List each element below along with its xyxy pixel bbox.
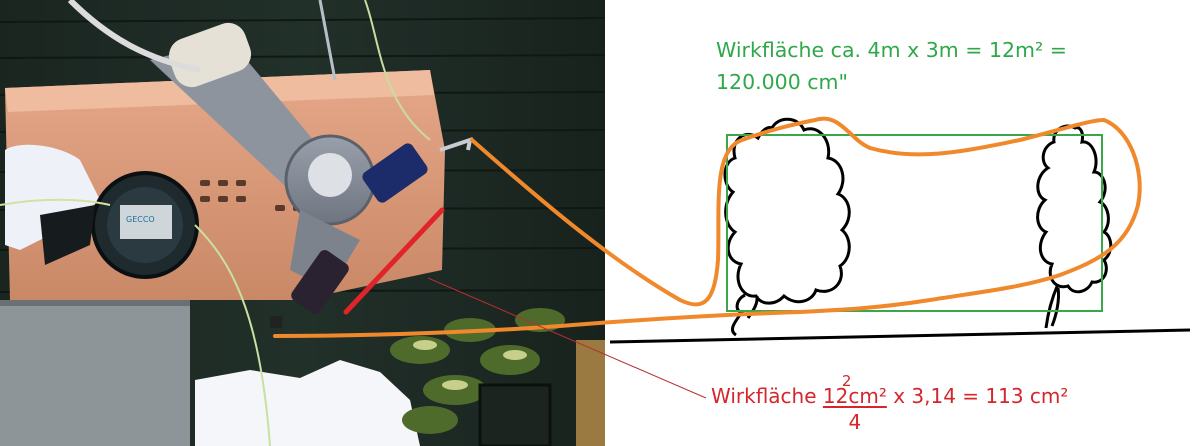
fraction-denominator: 4: [848, 410, 862, 434]
bush-area-line1: Wirkfläche ca. 4m x 3m = 12m² =: [716, 38, 1067, 62]
bush-area-annotation: Wirkfläche ca. 4m x 3m = 12m² = 120.000 …: [716, 34, 1067, 98]
fraction-superscript: 2: [841, 372, 852, 390]
bush-right-outline: [1036, 124, 1113, 294]
effective-area-box: [726, 134, 1103, 312]
device-area-annotation: Wirkfläche 12cm² 2 4 x 3,14 = 113 cm²: [711, 372, 1069, 434]
ground-line: [609, 328, 1191, 344]
device-area-fraction: 12cm² 2 4: [822, 372, 887, 434]
bush-area-line2: 120.000 cm": [716, 70, 848, 94]
device-brand-label: GECCO: [126, 215, 155, 224]
fraction-numerator: 12cm²: [822, 384, 887, 408]
device-area-label: Wirkfläche: [711, 384, 817, 408]
bush-right-trunk: [1044, 283, 1060, 329]
bush-left-trunk: [731, 293, 746, 337]
device-photo: GECCO: [0, 0, 605, 446]
device-area-result: x 3,14 = 113 cm²: [893, 384, 1069, 408]
bush-left-outline: [723, 117, 851, 305]
